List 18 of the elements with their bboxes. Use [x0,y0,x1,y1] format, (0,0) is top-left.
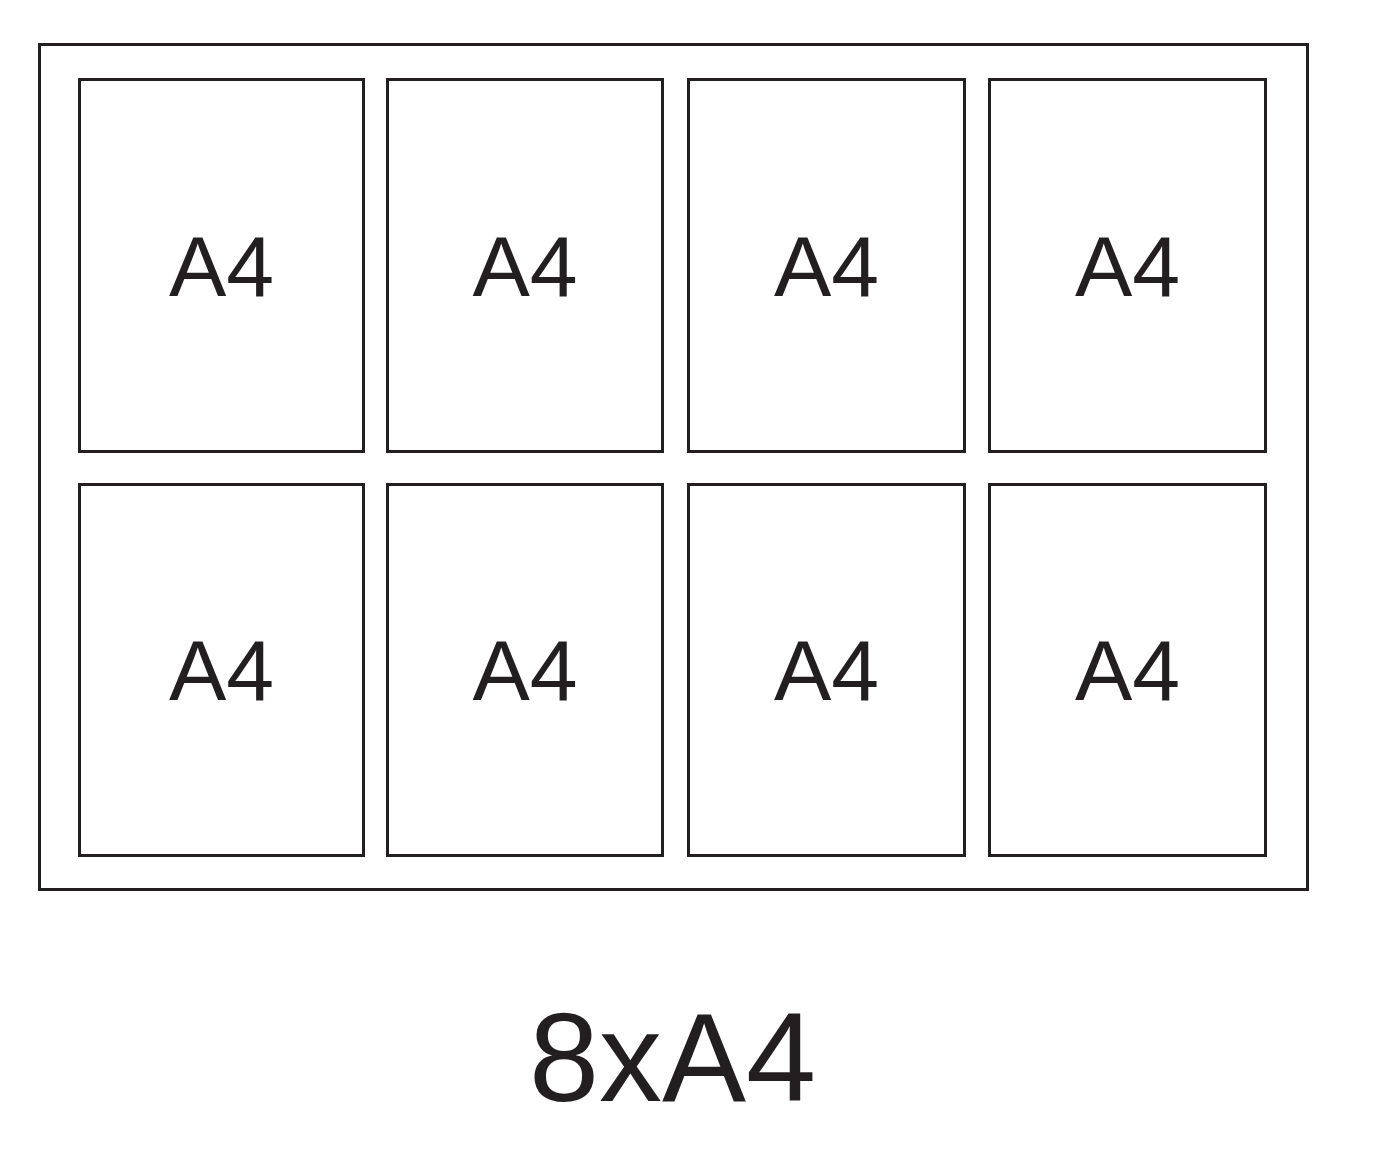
page-size-label: A4 [1074,222,1181,309]
page-size-label: A4 [1074,627,1181,713]
page-size-label: A4 [773,627,880,713]
page-box [78,483,365,857]
page-box [386,78,664,453]
page-box [988,78,1267,453]
caption: 8xA4 [528,995,817,1121]
page-box [386,483,664,857]
page-box [687,78,966,453]
page-size-label: A4 [472,222,578,309]
page-size-label: A4 [168,627,275,713]
page-box [988,483,1267,857]
sheet-frame [38,43,1309,891]
page-size-label: A4 [773,222,880,309]
page-box [687,483,966,857]
page-size-label: A4 [168,222,275,309]
page-box [78,78,365,453]
page-size-label: A4 [472,627,578,713]
